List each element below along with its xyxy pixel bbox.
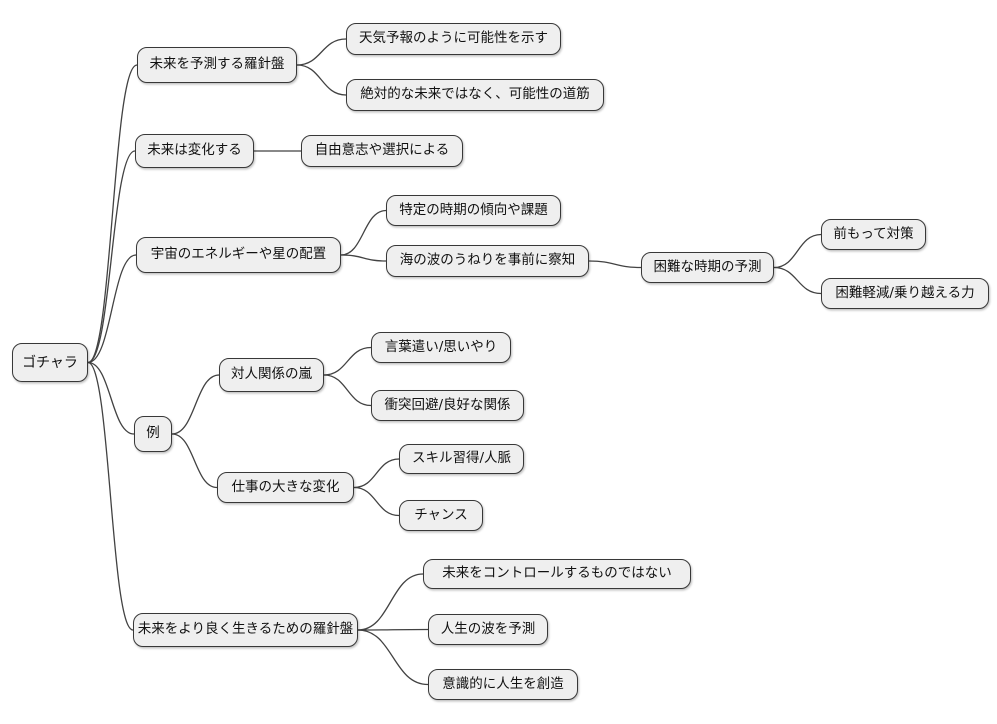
edge-n3b-to-n3b1 <box>588 260 642 269</box>
mindmap-node-n4b: 仕事の大きな変化 <box>217 472 354 503</box>
edge-n1-to-n1a <box>296 38 347 66</box>
edge-n3-to-n3a <box>340 209 387 256</box>
mindmap-node-n1a: 天気予報のように可能性を示す <box>346 23 561 55</box>
mindmap-node-n5a: 未来をコントロールするものではない <box>423 559 691 589</box>
edge-n5-to-n5b <box>357 628 429 631</box>
edge-n4-to-n4a <box>171 374 220 435</box>
mindmap-node-n5b: 人生の波を予測 <box>428 614 548 645</box>
mindmap-node-n3a: 特定の時期の傾向や課題 <box>386 195 561 226</box>
edge-n3-to-n3b <box>340 254 387 262</box>
edge-root-to-n3 <box>87 254 137 364</box>
mindmap-node-n4a1: 言葉遣い/思いやり <box>371 332 511 363</box>
edge-root-to-n4 <box>87 361 135 435</box>
edge-root-to-n1 <box>87 64 138 364</box>
mindmap-node-n2a: 自由意志や選択による <box>301 135 463 167</box>
edge-n5-to-n5a <box>357 573 424 631</box>
mindmap-node-n3b1b: 困難軽減/乗り越える力 <box>821 278 989 309</box>
mindmap-node-n4: 例 <box>134 416 172 452</box>
edge-n5-to-n5c <box>357 629 429 686</box>
mindmap-node-root: ゴチャラ <box>12 343 88 382</box>
mindmap-node-n4b1: スキル習得/人脈 <box>399 444 524 474</box>
edge-n1-to-n1b <box>296 64 347 96</box>
edge-n3b1-to-n3b1a <box>773 233 822 269</box>
mindmap-node-n3b: 海の波のうねりを事前に察知 <box>386 245 589 277</box>
edge-n4a-to-n4a1 <box>323 346 372 376</box>
mindmap-node-n4a: 対人関係の嵐 <box>219 358 324 392</box>
edge-root-to-n2 <box>87 150 136 364</box>
mindmap-node-n4a2: 衝突回避/良好な関係 <box>371 390 524 421</box>
edge-n3b1-to-n3b1b <box>773 266 822 295</box>
edge-n4a-to-n4a2 <box>323 374 372 407</box>
mindmap-node-n3b1: 困難な時期の予測 <box>641 252 774 283</box>
mindmap-node-n5c: 意識的に人生を創造 <box>428 669 578 700</box>
mindmap-node-n4b2: チャンス <box>399 500 483 531</box>
mindmap-node-n3b1a: 前もって対策 <box>821 219 926 250</box>
edge-n4b-to-n4b2 <box>353 486 400 517</box>
mindmap-node-n1b: 絶対的な未来ではなく、可能性の道筋 <box>346 79 604 111</box>
edge-n4-to-n4b <box>171 433 218 489</box>
mindmap-node-n2: 未来は変化する <box>135 134 254 168</box>
mindmap-node-n1: 未来を予測する羅針盤 <box>137 47 297 83</box>
mindmap-node-n5: 未来をより良く生きるための羅針盤 <box>133 613 358 647</box>
edge-n4b-to-n4b1 <box>353 458 400 489</box>
edge-root-to-n5 <box>87 361 134 631</box>
mindmap-node-n3: 宇宙のエネルギーや星の配置 <box>136 237 341 273</box>
